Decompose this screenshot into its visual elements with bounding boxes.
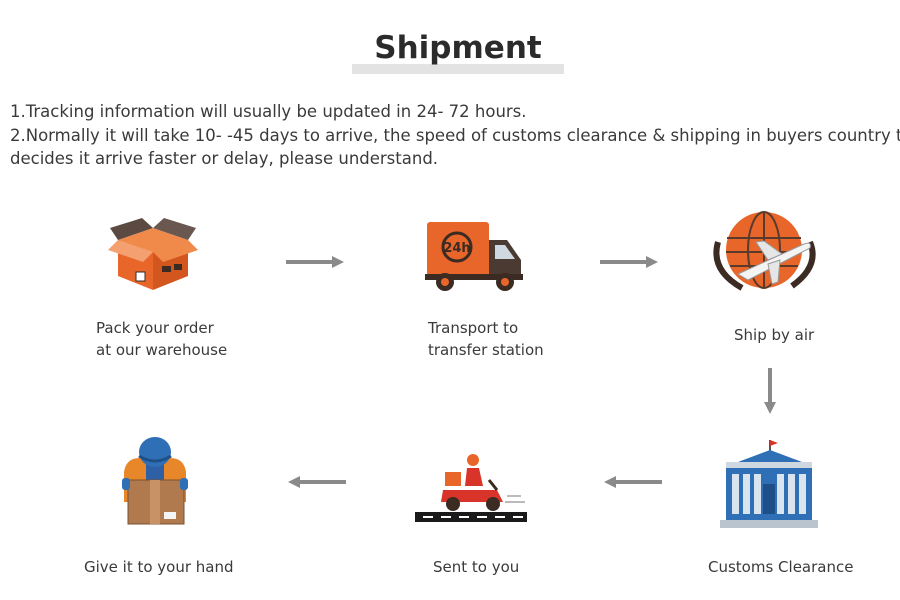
title-block: Shipment [352,30,564,78]
step-label-customs: Customs Clearance [708,556,853,578]
arrow-left-icon [602,475,662,489]
step-label-sent-to-you: Sent to you [433,556,519,578]
note-line-2: 2.Normally it will take 10- -45 days to … [10,124,895,148]
arrow-down-icon [763,368,777,416]
arrow-left-icon [286,475,346,489]
package-box-icon [108,210,198,295]
note-line-1: 1.Tracking information will usually be u… [10,100,895,124]
step-label-ship-by-air: Ship by air [734,324,814,346]
globe-airplane-icon [712,208,820,298]
delivery-scooter-icon [413,450,531,526]
truck-badge-text: 24h [443,241,470,256]
shipping-notes: 1.Tracking information will usually be u… [10,100,895,171]
arrow-right-icon [286,255,346,269]
page-title: Shipment [352,30,564,66]
step-label-pack: Pack your order at our warehouse [96,317,227,361]
step-label-transport: Transport to transfer station [428,317,544,361]
delivery-truck-24h-icon: 24h [425,218,525,294]
step-label-give-to-hand: Give it to your hand [84,556,234,578]
courier-holding-box-icon [118,432,192,532]
note-line-3: decides it arrive faster or delay, pleas… [10,147,895,171]
arrow-right-icon [600,255,660,269]
customs-building-icon [718,438,818,530]
